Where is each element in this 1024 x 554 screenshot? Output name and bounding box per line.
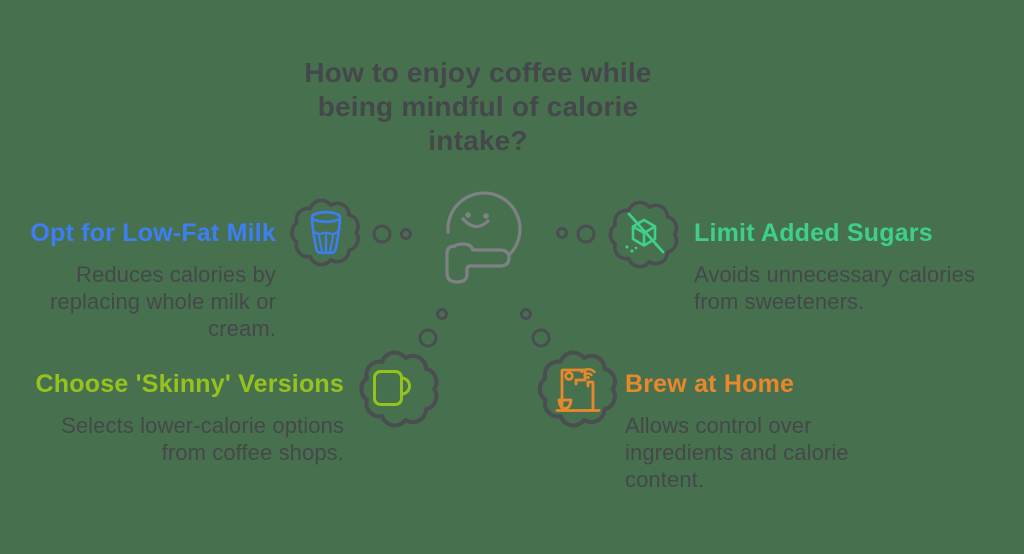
- face-frown: [461, 217, 490, 229]
- heading-opt-low-fat-milk: Opt for Low-Fat Milk: [30, 219, 276, 247]
- heading-choose-skinny-versions: Choose 'Skinny' Versions: [35, 370, 344, 398]
- page-title-line: being mindful of calorie: [317, 91, 639, 122]
- face-hand: [445, 242, 511, 284]
- desc-limit-added-sugars: Avoids unnecessary calories from sweeten…: [694, 262, 976, 314]
- desc-opt-low-fat-milk: Reduces calories by replacing whole milk…: [49, 262, 276, 341]
- desc-brew-at-home: Allows control over ingredients and calo…: [625, 413, 849, 492]
- page-title: How to enjoy coffee while being mindful …: [268, 56, 688, 158]
- page-title-line: How to enjoy coffee while: [304, 57, 652, 88]
- face-eye: [465, 212, 471, 218]
- thinking-face-icon: [445, 191, 522, 284]
- desc-choose-skinny-versions: Selects lower-calorie options from coffe…: [61, 413, 344, 465]
- face-eye: [483, 213, 489, 219]
- page-title-line: intake?: [428, 125, 528, 156]
- heading-limit-added-sugars: Limit Added Sugars: [694, 219, 933, 247]
- heading-brew-at-home: Brew at Home: [625, 370, 795, 398]
